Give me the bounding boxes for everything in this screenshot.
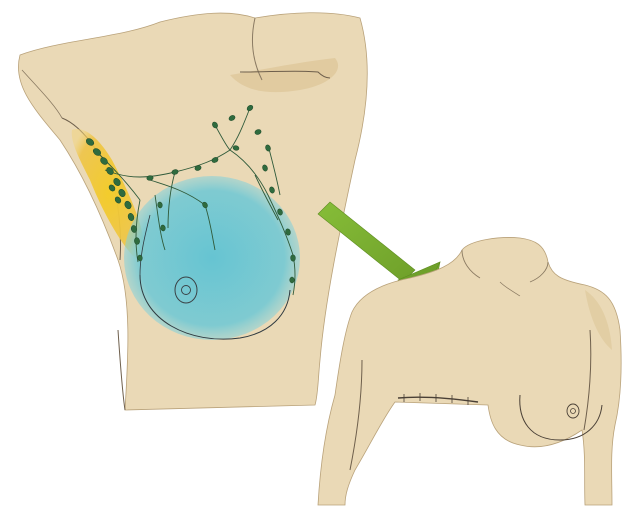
torso-after-skin	[318, 238, 621, 506]
breast-tissue	[124, 176, 300, 340]
lymph-node	[290, 277, 295, 283]
torso-before	[18, 13, 367, 410]
torso-before-side-line	[118, 330, 125, 410]
lymph-node	[290, 255, 295, 262]
lymph-node	[137, 255, 142, 261]
torso-after	[318, 238, 621, 506]
